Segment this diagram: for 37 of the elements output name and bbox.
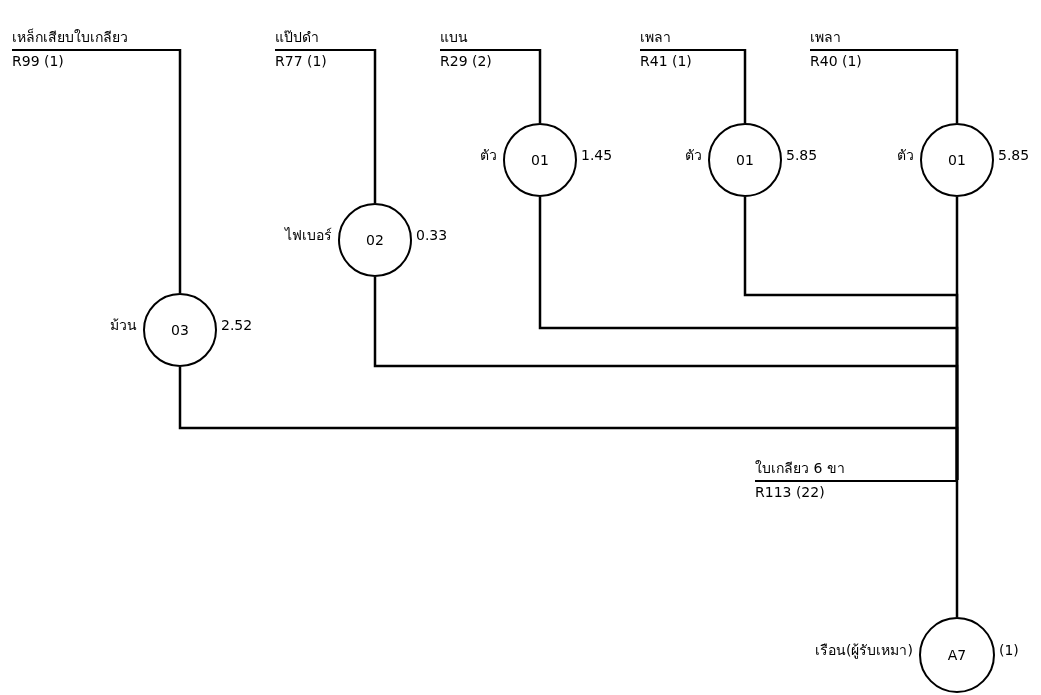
unit-label: ตัว bbox=[897, 146, 914, 164]
part-number: R77 (1) bbox=[275, 49, 375, 71]
part-number: R99 (1) bbox=[12, 49, 180, 71]
part-circle: 02 bbox=[338, 203, 412, 277]
part-number: R29 (2) bbox=[440, 49, 540, 71]
connector-line bbox=[955, 197, 959, 480]
unit-label: เรือน(ผู้รับเหมา) bbox=[815, 641, 913, 659]
connector-line bbox=[955, 47, 959, 123]
part-number: R41 (1) bbox=[640, 49, 745, 71]
part-circle: 01 bbox=[708, 123, 782, 197]
part-number: R113 (22) bbox=[755, 480, 957, 502]
connector-line bbox=[538, 47, 542, 123]
quantity-label: 2.52 bbox=[221, 316, 253, 334]
unit-label: ไฟเบอร์ bbox=[285, 226, 332, 244]
item-name: เพลา bbox=[810, 28, 842, 47]
part-circle: 03 bbox=[143, 293, 217, 367]
connector-line bbox=[955, 478, 959, 617]
quantity-label: (1) bbox=[999, 641, 1019, 659]
unit-label: ตัว bbox=[480, 146, 497, 164]
connector-line bbox=[743, 47, 747, 123]
connector-line bbox=[373, 47, 377, 203]
item-name: ใบเกลียว 6 ขา bbox=[755, 459, 846, 478]
quantity-label: 1.45 bbox=[581, 146, 613, 164]
quantity-label: 5.85 bbox=[786, 146, 818, 164]
part-circle: A7 bbox=[919, 617, 995, 693]
item-name: เพลา bbox=[640, 28, 672, 47]
item-name: เหล็กเสียบใบเกลียว bbox=[12, 27, 129, 47]
unit-label: ม้วน bbox=[110, 316, 137, 334]
part-circle: 01 bbox=[920, 123, 994, 197]
part-circle: 01 bbox=[503, 123, 577, 197]
item-name: แบน bbox=[440, 28, 469, 47]
unit-label: ตัว bbox=[685, 146, 702, 164]
connector-line bbox=[178, 47, 182, 293]
item-name: แป๊ปดำ bbox=[275, 28, 320, 47]
part-number: R40 (1) bbox=[810, 49, 957, 71]
quantity-label: 0.33 bbox=[416, 226, 448, 244]
quantity-label: 5.85 bbox=[998, 146, 1030, 164]
